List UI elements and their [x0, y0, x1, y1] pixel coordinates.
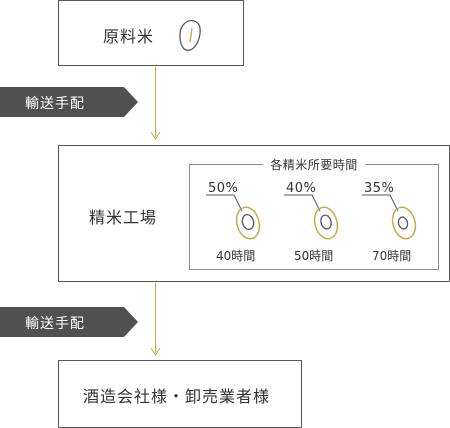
milling-factory-box: 精米工場 各精米所要時間 50% 40時間 40% 50時間 [58, 145, 450, 282]
polish-stage-50: 50% 40時間 [202, 173, 280, 269]
polish-ratio: 35% [364, 181, 395, 196]
polish-stage-40: 40% 50時間 [280, 173, 358, 269]
polish-stage-35: 35% 70時間 [358, 173, 436, 269]
transport-tag-1: 輸送手配 [0, 87, 138, 117]
milling-factory-label: 精米工場 [89, 208, 158, 227]
polish-time: 50時間 [294, 249, 334, 263]
transport-tag-2: 輸送手配 [0, 307, 138, 337]
polished-grain-icon [206, 194, 261, 240]
polish-time: 70時間 [372, 249, 412, 263]
customers-label: 酒造会社様・卸売業者様 [83, 387, 271, 406]
polish-ratio: 40% [286, 181, 317, 196]
arrow-down-icon [151, 132, 160, 140]
polish-time: 40時間 [216, 249, 256, 263]
arrow-down-icon [151, 348, 160, 356]
rice-grain-icon [179, 19, 201, 51]
transport-label-1: 輸送手配 [25, 96, 85, 112]
raw-rice-label: 原料米 [103, 27, 155, 46]
raw-rice-box: 原料米 [58, 0, 244, 66]
polishing-time-title: 各精米所要時間 [263, 156, 365, 173]
polished-grain-icon [362, 194, 417, 240]
flow-line-2 [155, 283, 156, 353]
transport-label-2: 輸送手配 [25, 316, 85, 332]
polishing-time-panel: 各精米所要時間 50% 40時間 40% 50時間 [189, 156, 439, 270]
polished-grain-icon [284, 194, 339, 240]
customers-box: 酒造会社様・卸売業者様 [58, 360, 302, 428]
flow-line-1 [155, 67, 156, 137]
polish-ratio: 50% [208, 181, 239, 196]
